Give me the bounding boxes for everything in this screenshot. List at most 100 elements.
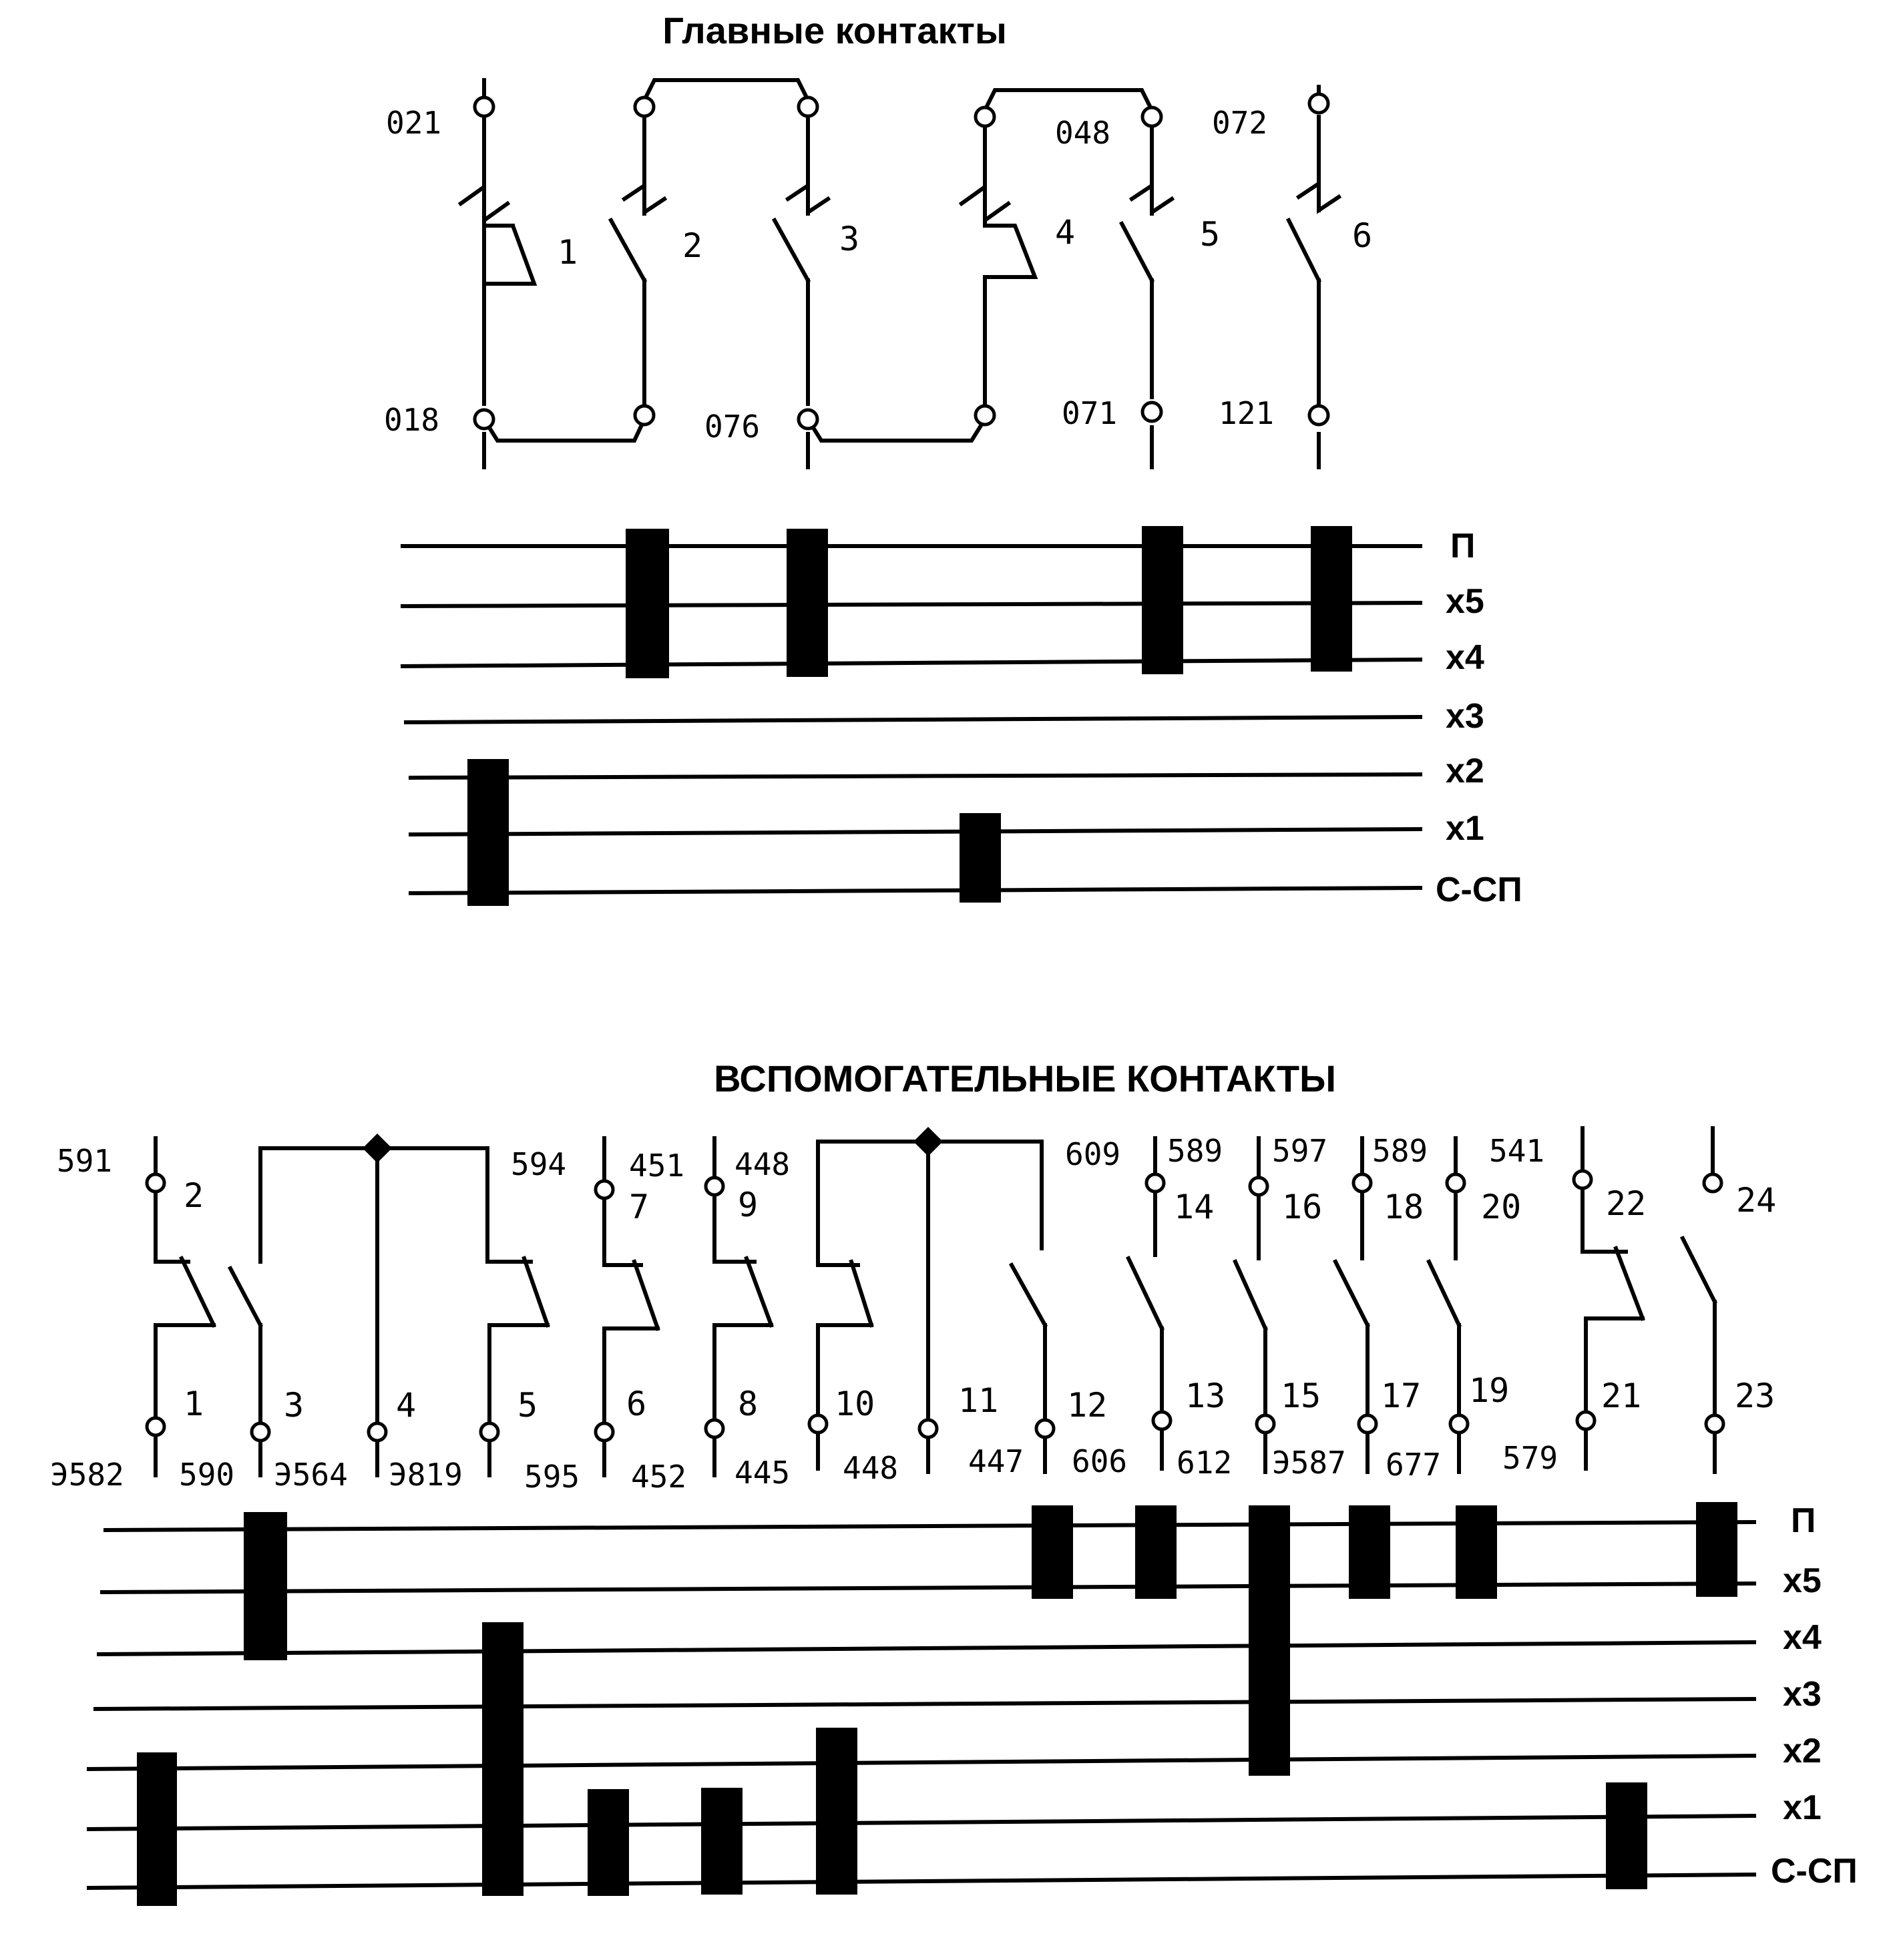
aux-wire-label: 447	[968, 1443, 1024, 1479]
aux-contact-number: 10	[835, 1385, 875, 1423]
aux-closure-bar	[1606, 1782, 1647, 1889]
aux-contact-number: 21	[1601, 1377, 1641, 1415]
main-contact-number: 6	[1352, 216, 1372, 255]
aux-contact-number: 7	[629, 1188, 649, 1226]
aux-closure-bar	[137, 1752, 177, 1906]
main-closure-bar	[1142, 526, 1183, 674]
aux-closure-bar	[1249, 1505, 1290, 1776]
aux-wire-label: 589	[1372, 1133, 1428, 1169]
aux-closure-bar	[482, 1622, 523, 1896]
aux-position-label-x5: х5	[1783, 1561, 1822, 1600]
aux-contact-number: 1	[184, 1385, 204, 1423]
main-closure-bars	[467, 526, 1352, 906]
aux-contact-number: 12	[1067, 1386, 1107, 1425]
main-closure-bar	[1311, 526, 1352, 672]
aux-closure-bar	[588, 1789, 629, 1896]
aux-contact-number: 19	[1469, 1371, 1509, 1410]
wire-label-018: 018	[384, 402, 439, 438]
aux-contact-number: 5	[517, 1386, 538, 1425]
aux-wire-label: 448	[735, 1146, 790, 1182]
aux-closure-bar	[244, 1512, 287, 1660]
aux-wire-label: Э819	[389, 1457, 463, 1493]
aux-wire-label: Э582	[50, 1457, 124, 1493]
aux-position-label-s-sp: С-СП	[1771, 1852, 1858, 1891]
wire-label-121: 121	[1219, 395, 1274, 431]
aux-position-label-p: П	[1791, 1501, 1816, 1540]
aux-contacts-schematic	[145, 1126, 1725, 1477]
aux-contact-number: 24	[1736, 1181, 1776, 1220]
aux-closure-bar	[1032, 1505, 1073, 1599]
wire-label-071: 071	[1062, 395, 1117, 431]
aux-position-label-x1: х1	[1783, 1788, 1822, 1827]
main-position-label-p: П	[1450, 527, 1475, 565]
aux-wire-label: 541	[1489, 1133, 1544, 1169]
wire-label-048: 048	[1055, 115, 1110, 151]
aux-wire-label: 595	[524, 1459, 580, 1495]
aux-contact-number: 15	[1281, 1377, 1321, 1415]
aux-contact-number: 9	[738, 1186, 758, 1224]
aux-closure-bars	[137, 1502, 1737, 1906]
main-position-lines	[400, 544, 1423, 895]
aux-wire-label: 590	[179, 1457, 234, 1493]
aux-contact-number: 16	[1282, 1188, 1322, 1226]
aux-closure-bar	[1135, 1505, 1177, 1599]
main-contact-number: 4	[1055, 213, 1075, 252]
main-position-label-x5: х5	[1446, 582, 1484, 621]
aux-wire-label: Э564	[274, 1457, 348, 1493]
main-closure-bar	[960, 813, 1001, 903]
main-contact-number: 2	[682, 226, 702, 265]
aux-wire-label: 606	[1072, 1443, 1127, 1479]
aux-wire-label: 589	[1167, 1133, 1223, 1169]
aux-contact-number: 11	[958, 1381, 998, 1420]
aux-contact-number: 8	[738, 1385, 758, 1423]
aux-contact-number: 3	[284, 1386, 304, 1425]
main-position-label-x1: х1	[1446, 809, 1484, 848]
main-contacts-schematic	[457, 78, 1342, 469]
aux-closure-bar	[816, 1728, 857, 1895]
aux-contact-number: 14	[1174, 1188, 1214, 1226]
main-position-label-x2: х2	[1446, 752, 1484, 790]
aux-contact-number: 23	[1735, 1377, 1775, 1415]
aux-contact-number: 17	[1381, 1377, 1421, 1415]
main-closure-bar	[626, 529, 669, 678]
aux-section-title: ВСПОМОГАТЕЛЬНЫЕ КОНТАКТЫ	[714, 1057, 1336, 1099]
aux-wire-label: Э587	[1272, 1445, 1346, 1481]
main-section-title: Главные контакты	[662, 9, 1007, 51]
aux-wire-label: 594	[511, 1146, 566, 1182]
aux-closure-bar	[1456, 1505, 1497, 1599]
aux-wire-label: 452	[631, 1459, 686, 1495]
aux-contact-number: 20	[1481, 1188, 1521, 1226]
main-contact-number: 1	[558, 233, 578, 272]
aux-contact-number: 18	[1384, 1188, 1424, 1226]
aux-position-label-x2: х2	[1783, 1732, 1822, 1770]
aux-closure-bar	[1696, 1502, 1737, 1597]
aux-wire-label: 445	[735, 1455, 790, 1491]
main-position-label-x4: х4	[1446, 638, 1484, 677]
main-closure-bar	[787, 529, 828, 677]
aux-wire-label: 448	[843, 1450, 898, 1486]
aux-contact-number: 2	[184, 1176, 204, 1215]
main-position-label-x3: х3	[1446, 697, 1484, 736]
main-contact-number: 3	[839, 220, 859, 258]
aux-wire-label: 591	[57, 1143, 112, 1179]
aux-wire-label: 677	[1386, 1447, 1441, 1483]
aux-contact-number: 4	[396, 1386, 416, 1425]
main-closure-bar	[467, 759, 509, 906]
wire-label-021: 021	[386, 105, 441, 141]
wire-label-072: 072	[1212, 105, 1267, 141]
main-position-label-s-sp: С-СП	[1436, 871, 1522, 909]
main-contact-number: 5	[1200, 215, 1220, 254]
aux-position-label-x3: х3	[1783, 1675, 1822, 1714]
aux-wire-label: 579	[1502, 1440, 1558, 1476]
aux-closure-bar	[701, 1788, 743, 1895]
aux-wire-label: 451	[629, 1148, 684, 1184]
aux-wire-label: 597	[1272, 1133, 1327, 1169]
aux-contact-number: 13	[1185, 1377, 1225, 1415]
aux-position-lines	[86, 1520, 1757, 1890]
aux-wire-label: 609	[1065, 1136, 1120, 1172]
wire-label-076: 076	[704, 409, 760, 445]
aux-closure-bar	[1349, 1505, 1390, 1599]
aux-contact-number: 6	[626, 1385, 646, 1423]
aux-contact-number: 22	[1606, 1184, 1646, 1223]
